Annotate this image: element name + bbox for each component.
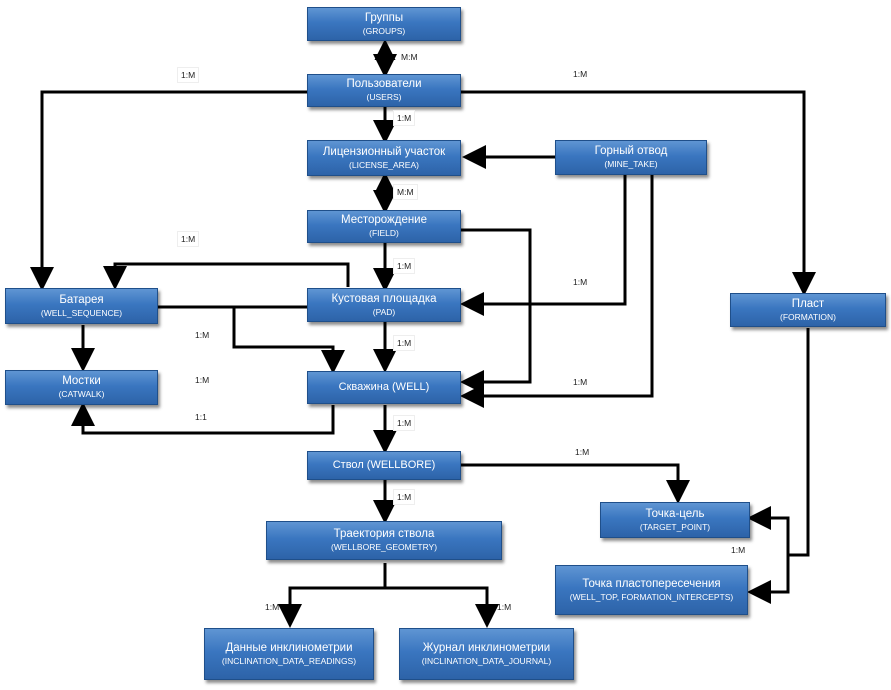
entity-target-point[interactable]: Точка-цель (TARGET_POINT) [600, 502, 750, 538]
entity-title: Журнал инклинометрии [422, 641, 551, 654]
rel-label: 1:M [177, 231, 200, 247]
entity-license-area[interactable]: Лицензионный участок (LICENSE_AREA) [307, 140, 461, 176]
entity-code: (FIELD) [369, 228, 399, 239]
entity-code: (TARGET_POINT) [639, 521, 711, 532]
entity-code: (GROUPS) [362, 25, 406, 36]
entity-code: (CATWALK) [58, 389, 105, 400]
rel-label: 1:M [575, 447, 590, 457]
rel-label: 1:M [177, 67, 200, 83]
entity-groups[interactable]: Группы (GROUPS) [307, 7, 461, 41]
rel-label: 1:M [265, 602, 280, 612]
entity-title: Группы [364, 11, 404, 24]
entity-title: Пласт [791, 297, 825, 310]
entity-code: (FORMATION) [779, 311, 837, 322]
entity-code: (INCLINATION_DATA_JOURNAL) [421, 655, 552, 666]
rel-label: 1:M [497, 602, 512, 612]
conn-mine-well [460, 175, 654, 408]
entity-well[interactable]: Скважина (WELL) [307, 371, 461, 404]
entity-title: Точка-цель [645, 507, 705, 520]
entity-well-top[interactable]: Точка пластопересечения (WELL_TOP, FORMA… [555, 565, 748, 615]
rel-label: 1:M [573, 377, 588, 387]
conn-formation-welltop [747, 555, 790, 604]
entity-title: Месторождение [340, 214, 428, 226]
entity-title: Батарея [59, 293, 104, 306]
entity-well-sequence[interactable]: Батарея (WELL_SEQUENCE) [5, 288, 158, 324]
entity-code: (WELL_TOP, FORMATION_INTERCEPTS) [569, 591, 734, 602]
conn-geom-split [278, 563, 387, 628]
entity-code: (INCLINATION_DATA_READINGS) [221, 655, 357, 666]
conn-mine-pad [460, 175, 627, 316]
rel-label: 1:M [573, 277, 588, 287]
entity-inclination-readings[interactable]: Данные инклинометрии (INCLINATION_DATA_R… [204, 628, 374, 680]
entity-code: (MINE_TAKE) [604, 159, 658, 170]
rel-label: 1:M [573, 69, 588, 79]
entity-title: Мостки [62, 375, 101, 387]
entity-inclination-journal[interactable]: Журнал инклинометрии (INCLINATION_DATA_J… [399, 628, 574, 680]
entity-title: Траектория ствола [333, 528, 435, 540]
rel-label: 1:M [195, 330, 210, 340]
entity-code: (PAD) [372, 306, 396, 317]
entity-code: (WELL_SEQUENCE) [40, 307, 123, 318]
entity-title: Кустовая площадка [331, 292, 437, 305]
entity-title: Скважина (WELL) [338, 381, 430, 394]
entity-title: Данные инклинометрии [225, 641, 353, 654]
entity-pad[interactable]: Кустовая площадка (PAD) [307, 288, 461, 322]
conn-formation-target [747, 328, 810, 557]
conn-wellseq-well [232, 307, 345, 374]
rel-label: 1:M [195, 375, 210, 385]
rel-label: 1:M [393, 415, 416, 431]
entity-formation[interactable]: Пласт (FORMATION) [730, 293, 886, 327]
entity-wellbore[interactable]: Ствол (WELLBORE) [307, 451, 461, 480]
rel-label: 1:M [393, 258, 416, 274]
conn-wellbore-target [461, 463, 690, 504]
entity-code: (WELLBORE_GEOMETRY) [330, 542, 438, 553]
entity-mine-take[interactable]: Горный отвод (MINE_TAKE) [555, 140, 707, 175]
conn-users-wellseq [30, 90, 307, 291]
conn-field-well [460, 228, 532, 394]
conn-pad-wellseq [103, 262, 350, 290]
entity-title: Лицензионный участок [322, 145, 446, 158]
entity-users[interactable]: Пользователи (USERS) [307, 74, 461, 107]
entity-code: (USERS) [366, 92, 402, 103]
entity-title: Точка пластопересечения [582, 577, 721, 590]
entity-wellbore-geometry[interactable]: Траектория ствола (WELLBORE_GEOMETRY) [266, 521, 502, 560]
entity-title: Ствол (WELLBORE) [332, 459, 436, 472]
entity-title: Горный отвод [594, 145, 668, 157]
entity-catwalk[interactable]: Мостки (CATWALK) [5, 370, 158, 405]
conn-users-formation [461, 90, 816, 296]
conn-geom-journal [385, 586, 499, 628]
rel-label: M:M [401, 52, 418, 62]
rel-label: 1:M [731, 545, 746, 555]
rel-label: M:M [393, 184, 418, 200]
conn-well-catwalk [71, 402, 335, 435]
rel-label: 1:1 [195, 412, 207, 422]
rel-label: 1:M [393, 110, 416, 126]
entity-code: (LICENSE_AREA) [349, 159, 419, 170]
rel-label: 1:M [393, 489, 416, 505]
entity-title: Пользователи [346, 78, 422, 90]
entity-field[interactable]: Месторождение (FIELD) [307, 210, 461, 243]
rel-label: 1:M [393, 335, 416, 351]
